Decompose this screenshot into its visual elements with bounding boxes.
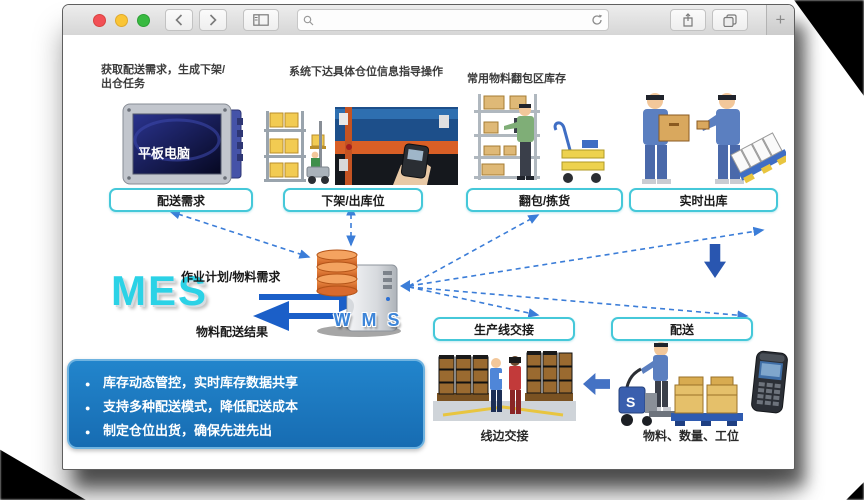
arrow-label-work-plan: 作业计划/物料需求 — [181, 270, 281, 284]
sidebar-toggle-button[interactable] — [243, 9, 279, 31]
benefit-item: 库存动态管控，实时库存数据共享 — [83, 371, 423, 396]
rack-forklift-clipart — [264, 111, 330, 184]
handheld-scanner-photo — [751, 350, 788, 414]
left-flow-arrow — [583, 373, 610, 395]
browser-window: + — [62, 4, 795, 470]
stage-box-label: 实时出库 — [679, 193, 728, 208]
shelf-picking-clipart — [474, 94, 605, 183]
show-tabs-button[interactable] — [712, 9, 748, 31]
benefits-list: 库存动态管控，实时库存数据共享 支持多种配送模式，降低配送成本 制定仓位出货，确… — [83, 371, 423, 444]
benefit-item: 制定仓位出货，确保先进先出 — [83, 419, 423, 444]
share-icon — [683, 13, 693, 27]
stage-box-label: 配送需求 — [156, 193, 205, 208]
flow-box-line-handover[interactable]: 生产线交接 — [433, 317, 575, 341]
caption-step1: 获取配送需求，生成下架/ 出仓任务 — [101, 64, 226, 90]
background-wedge-bottom-right — [846, 482, 864, 500]
arrow-label-delivery-result: 物料配送结果 — [196, 325, 269, 339]
benefit-item: 支持多种配送模式，降低配送成本 — [83, 395, 423, 420]
stage-box-label: 下架/出库位 — [321, 193, 385, 208]
search-icon — [303, 15, 314, 25]
close-window-button[interactable] — [93, 13, 106, 27]
page-content: 获取配送需求，生成下架/ 出仓任务 系统下达具体仓位信息指导操作 常用物料翻包区… — [63, 35, 794, 468]
sidebar-icon — [253, 14, 269, 26]
stage-box-delivery-demand[interactable]: 配送需求 — [109, 188, 253, 212]
stage-box-repack-pick[interactable]: 翻包/拣货 — [466, 188, 623, 212]
flow-box-label: 生产线交接 — [473, 322, 534, 337]
caption-step3: 常用物料翻包区库存 — [467, 73, 566, 85]
caption-step2: 系统下达具体仓位信息指导操作 — [289, 66, 443, 78]
minimize-window-button[interactable] — [115, 13, 128, 27]
forward-button[interactable] — [199, 9, 227, 31]
new-tab-button[interactable]: + — [766, 5, 794, 35]
pallet-truck-clipart: S — [618, 342, 743, 426]
chevron-right-icon — [209, 14, 217, 26]
flow-box-label: 配送 — [669, 322, 694, 337]
tablet-screen-text: 平板电脑 — [138, 146, 190, 161]
stage-box-realtime-outbound[interactable]: 实时出库 — [629, 188, 778, 212]
label-line-handover: 线边交接 — [480, 429, 529, 443]
tabs-icon — [723, 13, 737, 27]
wms-system-label: W M S — [333, 310, 403, 330]
back-button[interactable] — [165, 9, 193, 31]
plus-icon: + — [775, 10, 786, 29]
address-input[interactable] — [314, 13, 591, 27]
share-button[interactable] — [670, 9, 706, 31]
truck-brand-letter: S — [626, 394, 635, 410]
line-handover-clipart — [433, 351, 576, 421]
background-wedge-top-right — [794, 0, 864, 96]
traffic-lights — [93, 13, 159, 27]
zoom-window-button[interactable] — [137, 13, 150, 27]
address-bar[interactable] — [297, 9, 609, 31]
flow-box-delivery[interactable]: 配送 — [611, 317, 753, 341]
benefits-panel: 库存动态管控，实时库存数据共享 支持多种配送模式，降低配送成本 制定仓位出货，确… — [67, 359, 425, 449]
mes-system-label: MES — [111, 267, 209, 314]
browser-toolbar: + — [63, 5, 794, 36]
label-material-qty-station: 物料、数量、工位 — [642, 429, 739, 443]
chevron-left-icon — [175, 14, 183, 26]
warehouse-scan-photo — [335, 107, 458, 185]
down-flow-arrow — [704, 244, 726, 278]
reload-icon[interactable] — [591, 14, 603, 26]
stage-box-unshelve-location[interactable]: 下架/出库位 — [283, 188, 423, 212]
workers-boxes-clipart — [642, 93, 786, 184]
rugged-tablet-image: 平板电脑 — [122, 103, 243, 185]
stage-box-label: 翻包/拣货 — [518, 193, 571, 208]
